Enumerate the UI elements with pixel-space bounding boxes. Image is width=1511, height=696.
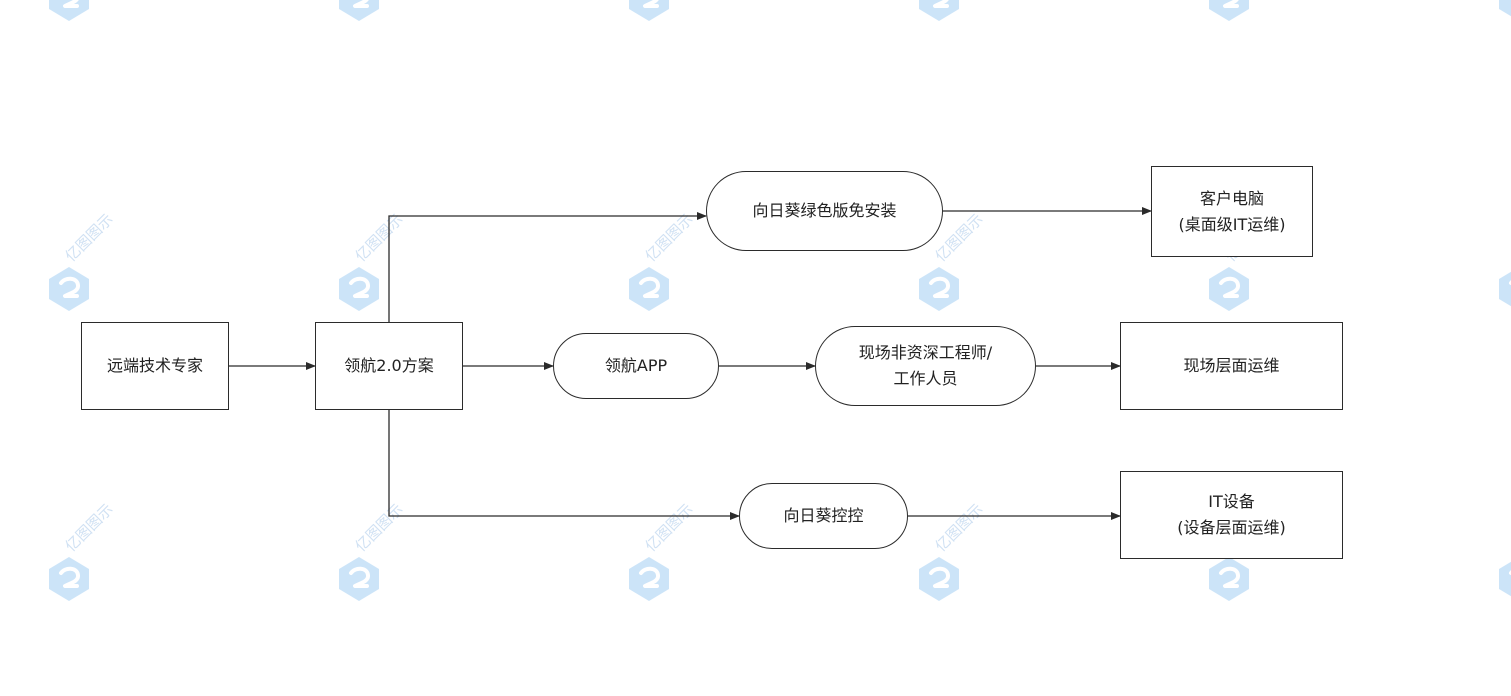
node-label-line: (桌面级IT运维) <box>1178 214 1286 234</box>
node-label-line: 工作人员 <box>893 369 958 388</box>
node-sunflower-kongkong[interactable]: 向日葵控控 <box>739 483 908 549</box>
edge-plan-to-sunflower-green <box>388 212 707 322</box>
node-label-line: 现场非资深工程师/ <box>858 343 993 362</box>
edge-plan-to-kongkong <box>388 410 740 520</box>
node-label-line: (设备层面运维) <box>1177 518 1286 537</box>
node-label-line: IT设备 <box>1208 492 1255 511</box>
node-label-line: 领航2.0方案 <box>344 356 434 375</box>
node-label-line: 现场层面运维 <box>1183 356 1280 375</box>
node-remote-expert[interactable]: 远端技术专家 <box>81 322 229 410</box>
node-it-device[interactable]: IT设备 (设备层面运维) <box>1120 471 1343 559</box>
node-label-line: 远端技术专家 <box>106 356 203 375</box>
node-label-line: 客户电脑 <box>1199 188 1264 208</box>
node-sunflower-green[interactable]: 向日葵绿色版免安装 <box>706 171 943 251</box>
node-customer-pc[interactable]: 客户电脑 (桌面级IT运维) <box>1151 166 1313 257</box>
node-onsite-engineer[interactable]: 现场非资深工程师/ 工作人员 <box>815 326 1036 406</box>
node-navigator-plan[interactable]: 领航2.0方案 <box>315 322 463 410</box>
node-navigator-app[interactable]: 领航APP <box>553 333 719 399</box>
node-label-line: 向日葵控控 <box>783 506 864 525</box>
node-label-line: 向日葵绿色版免安装 <box>752 201 897 220</box>
node-label-line: 领航APP <box>604 356 668 375</box>
node-onsite-ops[interactable]: 现场层面运维 <box>1120 322 1343 410</box>
